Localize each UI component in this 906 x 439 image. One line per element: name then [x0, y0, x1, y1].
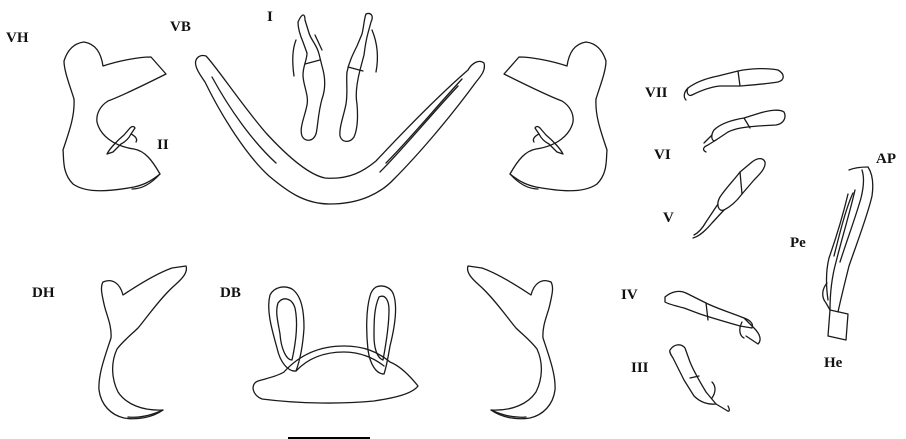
- label-AP: AP: [876, 151, 896, 167]
- label-DB: DB: [220, 285, 241, 301]
- dorsal-hook-left: [99, 266, 187, 419]
- label-Pe: Pe: [790, 235, 806, 251]
- label-DH: DH: [32, 285, 55, 301]
- label-He: He: [824, 355, 843, 371]
- hooklet-IV: [665, 291, 760, 344]
- hooklet-VI: [704, 110, 785, 152]
- dorsal-hook-right: [468, 266, 556, 419]
- hooklet-V: [693, 159, 765, 238]
- hooklet-III: [670, 345, 730, 411]
- hooklet-II: [107, 127, 137, 155]
- label-VI: VI: [654, 147, 671, 163]
- anchor-I-right: [340, 13, 378, 141]
- hooklet-VII: [684, 69, 783, 100]
- ventral-hook-right: [504, 42, 607, 191]
- label-V: V: [663, 210, 674, 226]
- label-III: III: [631, 360, 649, 376]
- label-I: I: [267, 9, 273, 25]
- dorsal-bar: [253, 286, 418, 403]
- ventral-hook-left: [63, 42, 166, 191]
- label-VH: VH: [6, 30, 29, 46]
- label-II: II: [157, 137, 169, 153]
- anchor-I-left: [293, 15, 325, 140]
- label-IV: IV: [621, 287, 638, 303]
- label-VB: VB: [170, 19, 191, 35]
- copulatory-organ: [823, 167, 873, 340]
- label-VII: VII: [645, 85, 668, 101]
